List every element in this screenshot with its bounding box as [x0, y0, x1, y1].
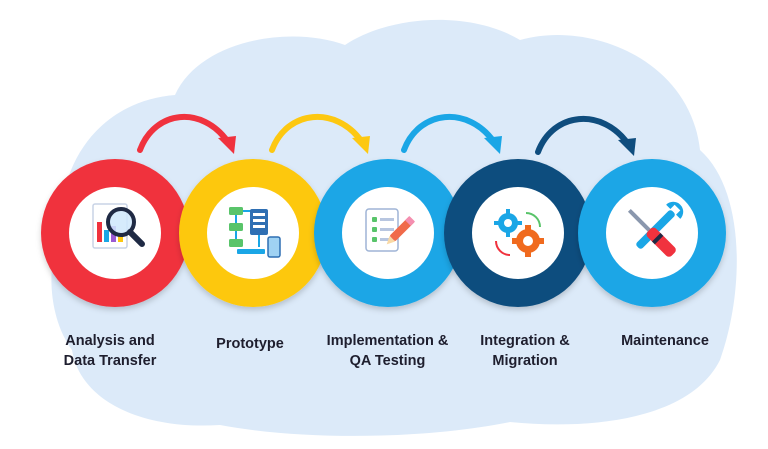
- arrow-head: [218, 136, 236, 154]
- label-prototype: Prototype: [216, 336, 284, 352]
- label-integration: Integration & Migration: [480, 333, 570, 369]
- label-implementation: Implementation & QA Testing: [326, 333, 449, 369]
- arrow-2: [269, 114, 370, 154]
- ring-integration: [444, 159, 592, 307]
- arrow-4: [535, 116, 636, 156]
- gears-icon: [494, 209, 544, 257]
- arrow-1: [137, 114, 236, 154]
- arrow-head: [618, 138, 636, 156]
- arrows-group: [137, 114, 636, 156]
- magnifier-chart-icon: [92, 203, 145, 249]
- arrow-shaft: [535, 116, 631, 155]
- ring-inner-integration: [472, 187, 564, 279]
- label-analysis: Analysis and Data Transfer: [63, 333, 157, 369]
- wrench-screwdriver-icon: [627, 201, 684, 257]
- arrow-shaft: [401, 114, 497, 153]
- arrow-shaft: [269, 114, 365, 153]
- label-maintenance: Maintenance: [621, 333, 709, 349]
- arrow-3: [401, 114, 502, 154]
- flowchart-devices-icon: [229, 207, 281, 258]
- checklist-pencil-icon: [365, 208, 415, 252]
- arrow-head: [352, 136, 370, 154]
- arrow-head: [484, 136, 502, 154]
- arrow-shaft: [137, 114, 231, 153]
